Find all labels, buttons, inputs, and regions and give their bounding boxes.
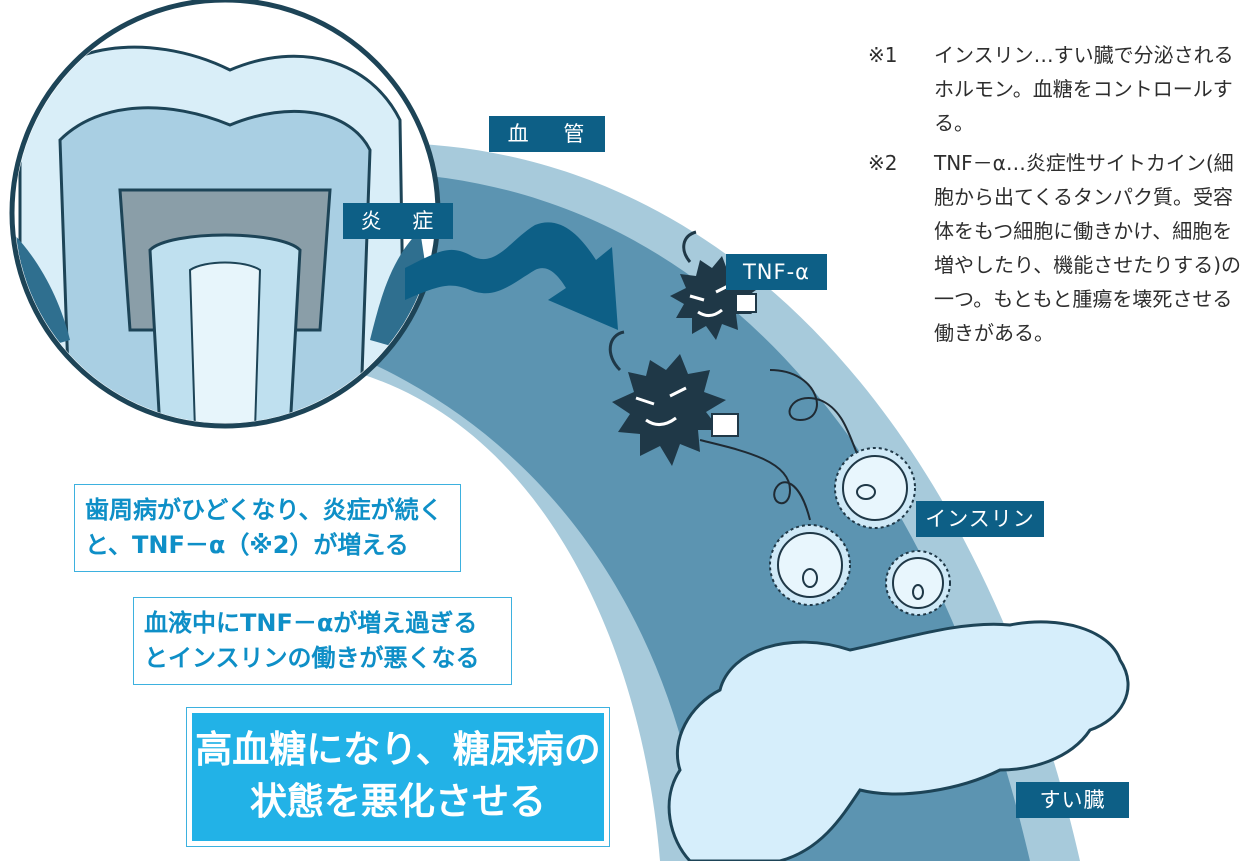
step-periodontal-inflammation: 歯周病がひどくなり、炎症が続くと、TNF－α（※2）が増える bbox=[74, 484, 461, 572]
result-text: 高血糖になり、糖尿病の状態を悪化させる bbox=[192, 713, 604, 841]
insulin-cell-icon bbox=[885, 550, 951, 616]
footnote-mark: ※2 bbox=[868, 151, 898, 175]
arrow-icon bbox=[405, 222, 618, 330]
pancreas-icon bbox=[667, 620, 1130, 861]
step-insulin-impaired: 血液中にTNF－αが増え過ぎるとインスリンの働きが悪くなる bbox=[133, 597, 512, 685]
label-tnf-alpha: TNF-α bbox=[726, 254, 827, 290]
label-pancreas: すい臓 bbox=[1016, 782, 1129, 818]
footnote-text: TNF－α…炎症性サイトカイン(細胞から出てくるタンパク質。受容体をもつ細胞に働… bbox=[934, 151, 1242, 345]
insulin-cell-icon bbox=[769, 524, 851, 606]
label-blood-vessel: 血 管 bbox=[489, 116, 605, 152]
tnf-alpha-cell-icon bbox=[608, 330, 739, 466]
footnote-1: ※1 インスリン…すい臓で分泌されるホルモン。血糖をコントロールする。 bbox=[868, 38, 1252, 140]
label-insulin: インスリン bbox=[916, 501, 1044, 537]
insulin-cell-icon bbox=[834, 447, 916, 529]
footnote-2: ※2 TNF－α…炎症性サイトカイン(細胞から出てくるタンパク質。受容体をもつ細… bbox=[868, 146, 1252, 350]
footnotes: ※1 インスリン…すい臓で分泌されるホルモン。血糖をコントロールする。 ※2 T… bbox=[868, 38, 1252, 356]
result-box: 高血糖になり、糖尿病の状態を悪化させる bbox=[186, 707, 610, 847]
label-inflammation: 炎 症 bbox=[343, 203, 453, 239]
footnote-text: インスリン…すい臓で分泌されるホルモン。血糖をコントロールする。 bbox=[934, 43, 1234, 135]
footnote-mark: ※1 bbox=[868, 43, 898, 67]
